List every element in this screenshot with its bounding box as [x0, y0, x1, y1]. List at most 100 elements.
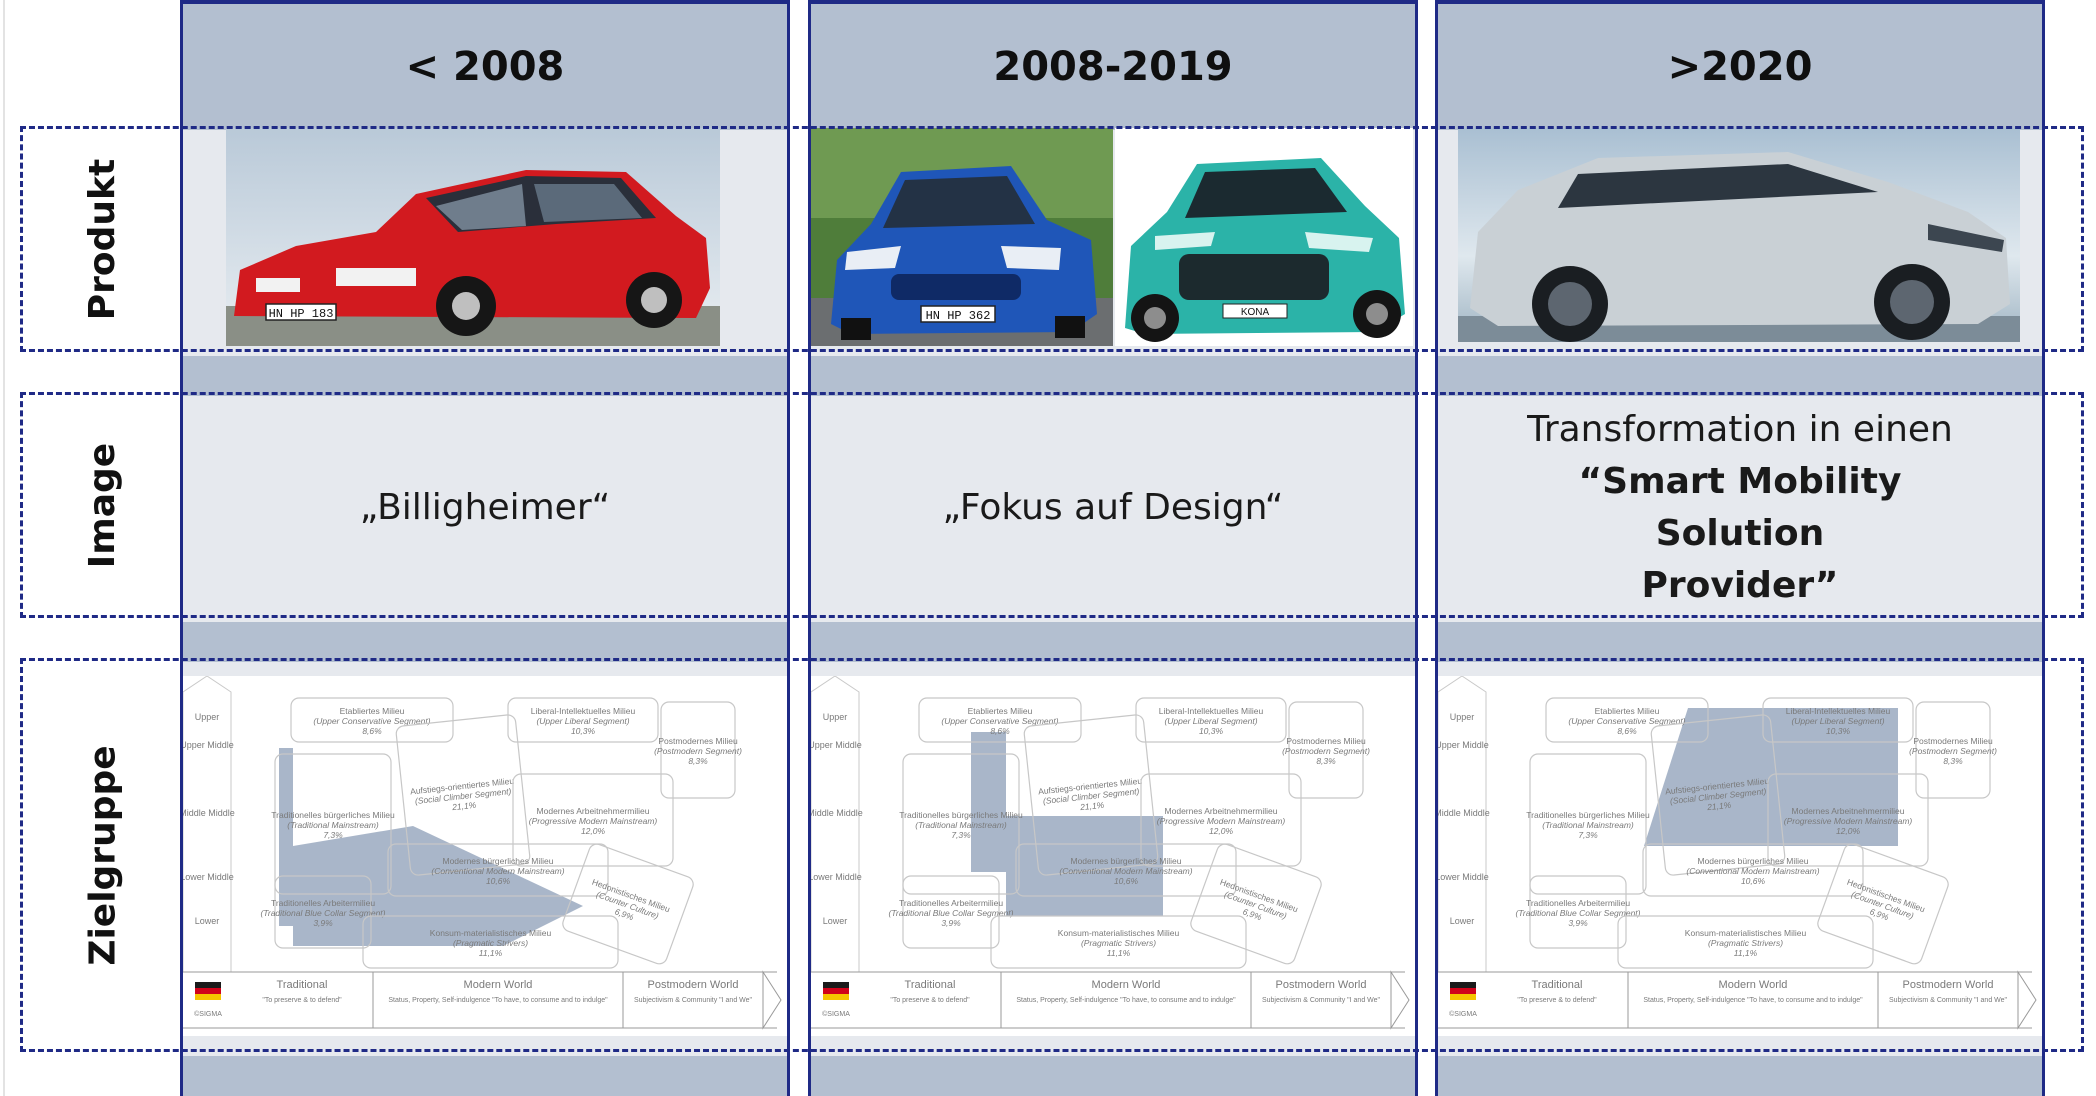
milieu-share: 21,1%	[451, 800, 477, 813]
image-text: „Billigheimer“	[359, 487, 611, 528]
stratum-label: Lower	[823, 916, 848, 926]
row-produkt: Produkt	[20, 126, 2084, 352]
value-axis-subtitle: Subjectivism & Community "I and We"	[1262, 997, 1381, 1004]
separator-band	[811, 622, 1415, 662]
milieu-box: Etabliertes Milieu(Upper Conservative Se…	[290, 697, 454, 743]
image-description: „Fokus auf Design“	[811, 402, 1415, 614]
milieu-name: Konsum-materialistisches Milieu	[1058, 928, 1180, 938]
image-text: „Fokus auf Design“	[942, 487, 1284, 528]
milieu-box: Modernes Arbeitnehmermilieu(Progressive …	[1767, 773, 1929, 867]
milieu-box: Modernes bürgerliches Milieu(Conventiona…	[1642, 843, 1864, 897]
milieu-share: 11,1%	[1107, 948, 1131, 958]
milieu-name: Postmodernes Milieu	[658, 736, 738, 746]
column-header: >2020	[1438, 4, 2042, 130]
stratum-label: Upper Middle	[811, 740, 862, 750]
car-photo-old-hatchback: HN HP 183	[226, 128, 720, 346]
germany-flag-icon	[1450, 982, 1476, 1000]
milieu-box: Konsum-materialistisches Milieu(Pragmati…	[990, 915, 1247, 969]
milieu-box: Etabliertes Milieu(Upper Conservative Se…	[918, 697, 1082, 743]
value-axis-subtitle: Status, Property, Self-indulgence "To ha…	[1016, 997, 1236, 1004]
milieu-segment: (Progressive Modern Mainstream)	[529, 816, 658, 826]
milieu-share: 3,9%	[941, 918, 961, 928]
period-label: >2020	[1667, 44, 1813, 90]
column-header: < 2008	[183, 4, 787, 130]
value-axis-arrow	[1390, 970, 1410, 1030]
milieu-name: Traditionelles Arbeitermilieu	[1526, 898, 1630, 908]
stratum-label: Upper	[823, 712, 848, 722]
value-axis-title: Postmodern World	[1276, 979, 1367, 991]
value-axis-title: Traditional	[277, 979, 328, 991]
plate-text: HN HP 183	[269, 307, 334, 321]
milieu-segment: (Traditional Blue Collar Segment)	[888, 908, 1013, 918]
milieu-segment: (Postmodern Segment)	[654, 746, 742, 756]
car-photo-teal-suv: KONA	[1115, 128, 1413, 346]
milieu-box: Modernes bürgerliches Milieu(Conventiona…	[387, 843, 609, 897]
milieu-share: 11,1%	[479, 948, 503, 958]
milieu-box: Traditionelles Arbeitermilieu(Traditiona…	[888, 875, 1014, 949]
milieu-box: Modernes bürgerliches Milieu(Conventiona…	[1015, 843, 1237, 897]
milieu-share: 7,3%	[951, 830, 971, 840]
milieu-name: Traditionelles Arbeitermilieu	[899, 898, 1003, 908]
stratum-label: Middle Middle	[811, 808, 863, 818]
milieu-share: 8,3%	[1316, 756, 1336, 766]
milieu-box: Traditionelles Arbeitermilieu(Traditiona…	[1515, 875, 1641, 949]
separator-band	[183, 1056, 787, 1096]
milieu-name: Postmodernes Milieu	[1913, 736, 1993, 746]
left-rule	[3, 0, 5, 1096]
value-axis-subtitle: "To preserve & to defend"	[890, 997, 970, 1004]
milieu-share: 21,1%	[1079, 800, 1105, 813]
separator-band	[811, 1056, 1415, 1096]
milieu-share: 12,0%	[1209, 826, 1234, 836]
image-bold-text: “Smart Mobility Solution Provider”	[1578, 461, 1902, 606]
value-axis-title: Modern World	[1092, 979, 1161, 991]
period-label: 2008-2019	[993, 44, 1233, 90]
row-label-image: Image	[82, 442, 124, 568]
value-axis-arrow	[762, 970, 782, 1030]
milieu-segment: (Upper Liberal Segment)	[1164, 716, 1257, 726]
row-label-zielgruppe: Zielgruppe	[82, 744, 124, 966]
milieu-box: Postmodernes Milieu(Postmodern Segment)8…	[1282, 701, 1370, 799]
milieu-name: Postmodernes Milieu	[1286, 736, 1366, 746]
milieu-segment: (Upper Conservative Segment)	[1568, 716, 1685, 726]
milieu-name: Etabliertes Milieu	[340, 706, 405, 716]
milieu-name: Traditionelles bürgerliches Milieu	[1526, 810, 1650, 820]
milieu-box: Traditionelles bürgerliches Milieu(Tradi…	[1526, 753, 1650, 895]
stratum-label: Middle Middle	[183, 808, 235, 818]
milieu-share: 10,3%	[1826, 726, 1851, 736]
milieu-box: Traditionelles bürgerliches Milieu(Tradi…	[899, 753, 1023, 895]
stratum-label: Upper Middle	[1438, 740, 1489, 750]
value-axis-title: Traditional	[1532, 979, 1583, 991]
milieu-box: Modernes Arbeitnehmermilieu(Progressive …	[1140, 773, 1302, 867]
milieu-name: Etabliertes Milieu	[968, 706, 1033, 716]
social-status-axis	[811, 676, 860, 973]
milieu-share: 12,0%	[1836, 826, 1861, 836]
period-label: < 2008	[405, 44, 565, 90]
milieu-segment: (Progressive Modern Mainstream)	[1157, 816, 1286, 826]
milieu-share: 10,6%	[1741, 876, 1766, 886]
milieu-segment: (Progressive Modern Mainstream)	[1784, 816, 1913, 826]
germany-flag-icon	[823, 982, 849, 1000]
stratum-label: Lower Middle	[1438, 872, 1489, 882]
milieu-segment: (Traditional Mainstream)	[1542, 820, 1634, 830]
milieu-segment: (Pragmatic Strivers)	[1081, 938, 1156, 948]
separator-band	[811, 356, 1415, 396]
separator-band	[183, 622, 787, 662]
milieu-name: Liberal-Intellektuelles Milieu	[1786, 706, 1891, 716]
milieu-share: 3,9%	[1568, 918, 1588, 928]
milieu-share: 8,6%	[362, 726, 382, 736]
value-axis-subtitle: "To preserve & to defend"	[1517, 997, 1597, 1004]
milieu-share: 8,6%	[1617, 726, 1637, 736]
milieu-share: 12,0%	[581, 826, 606, 836]
milieu-segment: (Conventional Modern Mainstream)	[431, 866, 564, 876]
milieu-segment: (Pragmatic Strivers)	[453, 938, 528, 948]
value-axis-title: Postmodern World	[1903, 979, 1994, 991]
plate-text: KONA	[1241, 307, 1270, 318]
milieu-name: Modernes Arbeitnehmermilieu	[1165, 806, 1278, 816]
car-photo-ioniq5	[1458, 128, 2020, 342]
milieu-segment: (Traditional Blue Collar Segment)	[260, 908, 385, 918]
milieu-box: Traditionelles Arbeitermilieu(Traditiona…	[260, 875, 386, 949]
